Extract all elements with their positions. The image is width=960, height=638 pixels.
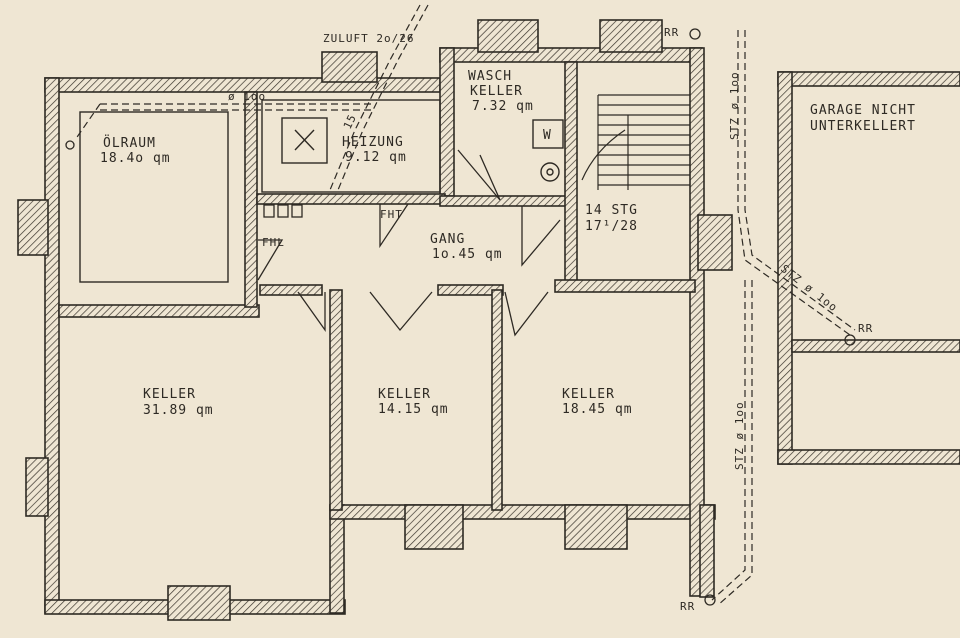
door-keller-large bbox=[297, 291, 326, 333]
dimension-heizung: 15 bbox=[341, 112, 359, 131]
oelraum-area: 18.4o qm bbox=[100, 151, 171, 166]
door-heizung bbox=[379, 203, 409, 249]
fixture-3 bbox=[291, 204, 303, 218]
rr-garage-marker bbox=[844, 334, 856, 346]
wall-gang-bottom-1 bbox=[259, 284, 323, 296]
wall-gang-bottom-2 bbox=[437, 284, 504, 296]
pipes bbox=[74, 4, 856, 606]
rr-top-marker bbox=[689, 28, 701, 40]
stz-lower-label: STZ ø 1oo bbox=[733, 401, 746, 470]
fixture-2 bbox=[277, 204, 289, 218]
zuluft-label: ZULUFT 2o/26 bbox=[323, 32, 414, 45]
pipe-left-drop bbox=[74, 103, 101, 141]
pipe-stz-upper-b bbox=[744, 30, 856, 331]
w-box bbox=[532, 119, 564, 149]
rr-bottom-label: RR bbox=[680, 600, 695, 613]
wall-stair-left bbox=[564, 61, 578, 283]
garage bbox=[777, 71, 960, 465]
drain-circle bbox=[540, 162, 560, 182]
wall-bump-left-2 bbox=[25, 457, 49, 517]
rr-garage-label: RR bbox=[858, 322, 873, 335]
wall-bump-bottom-1 bbox=[167, 585, 231, 621]
wall-oel-right bbox=[244, 91, 258, 308]
wall-step bbox=[329, 504, 345, 614]
wall-heizung-bottom bbox=[256, 193, 446, 205]
garage-wall-mid bbox=[791, 339, 960, 353]
wall-right-lower bbox=[699, 504, 715, 598]
stairs-line-2: 17¹/28 bbox=[585, 219, 638, 234]
wall-stair-bottom bbox=[554, 279, 696, 293]
oelraum-tank-outline bbox=[79, 111, 229, 283]
door-keller-right bbox=[504, 291, 549, 337]
garage-line-2: UNTERKELLERT bbox=[810, 119, 916, 134]
wall-left bbox=[44, 77, 60, 614]
wasch-area: 7.32 qm bbox=[472, 99, 534, 114]
pipe-stz-upper bbox=[737, 30, 851, 336]
keller-large-name: KELLER bbox=[143, 387, 196, 402]
stair-steps bbox=[581, 94, 690, 190]
wall-bump-2 bbox=[477, 19, 539, 53]
keller-large-area: 31.89 qm bbox=[143, 403, 214, 418]
wasch-name-2: KELLER bbox=[470, 84, 523, 99]
wall-keller-1 bbox=[329, 289, 343, 511]
wall-bump-left-1 bbox=[17, 199, 49, 256]
wall-bump-3 bbox=[599, 19, 663, 53]
boiler-box bbox=[281, 117, 328, 164]
w-box-label: W bbox=[543, 128, 552, 143]
room-outlines bbox=[79, 99, 564, 283]
wall-bump-1 bbox=[321, 51, 378, 83]
keller-mid-area: 14.15 qm bbox=[378, 402, 449, 417]
garage-line-1: GARAGE NICHT bbox=[810, 103, 916, 118]
rr-bottom-marker bbox=[704, 594, 716, 606]
wasch-name-1: WASCH bbox=[468, 69, 512, 84]
fhl-label: FHL bbox=[262, 236, 285, 249]
dimension-top: ø 1oo bbox=[228, 90, 266, 103]
wall-wasch-bottom bbox=[439, 195, 569, 207]
keller-mid-name: KELLER bbox=[378, 387, 431, 402]
heizung-name: HEIZUNG bbox=[342, 135, 404, 150]
drain-center bbox=[546, 168, 554, 176]
doors bbox=[257, 149, 561, 337]
wall-keller-2 bbox=[491, 289, 503, 511]
valve-marker bbox=[65, 140, 75, 150]
pipe-stz-lower-b bbox=[717, 280, 753, 606]
pipe-zuluft bbox=[329, 4, 421, 191]
wall-bump-bottom-3 bbox=[564, 504, 628, 550]
fixture-1 bbox=[263, 204, 275, 218]
stz-upper-label: STZ ø 1oo bbox=[728, 71, 741, 140]
wall-bottom-right bbox=[329, 504, 716, 520]
door-keller-mid bbox=[369, 291, 433, 332]
wall-bump-bottom-2 bbox=[404, 504, 464, 550]
pipe-zuluft-b bbox=[337, 4, 429, 191]
wall-wasch-left bbox=[439, 47, 455, 197]
oelraum-name: ÖLRAUM bbox=[103, 134, 156, 151]
stairs-line-1: 14 STG bbox=[585, 203, 638, 218]
wall-bump-right bbox=[697, 214, 733, 271]
keller-right-name: KELLER bbox=[562, 387, 615, 402]
fht-label: FHT bbox=[380, 208, 403, 221]
heizung-area: 9.12 qm bbox=[345, 150, 407, 165]
fixtures bbox=[65, 28, 856, 606]
boiler-cross-2 bbox=[294, 129, 315, 151]
door-gang-right bbox=[521, 206, 561, 267]
wall-oel-bottom bbox=[58, 304, 260, 318]
gang-name: GANG bbox=[430, 232, 465, 247]
keller-right-area: 18.45 qm bbox=[562, 402, 633, 417]
pipe-stz-lower bbox=[711, 280, 746, 601]
door-wasch bbox=[457, 149, 501, 201]
wall-right bbox=[689, 47, 705, 597]
gang-area: 1o.45 qm bbox=[432, 247, 503, 262]
door-oelraum bbox=[257, 239, 284, 281]
walls bbox=[17, 19, 733, 621]
rr-top-label: RR bbox=[664, 26, 679, 39]
heizung-outline bbox=[261, 99, 441, 193]
garage-wall-top bbox=[777, 71, 960, 87]
garage-wall-bottom bbox=[777, 449, 960, 465]
